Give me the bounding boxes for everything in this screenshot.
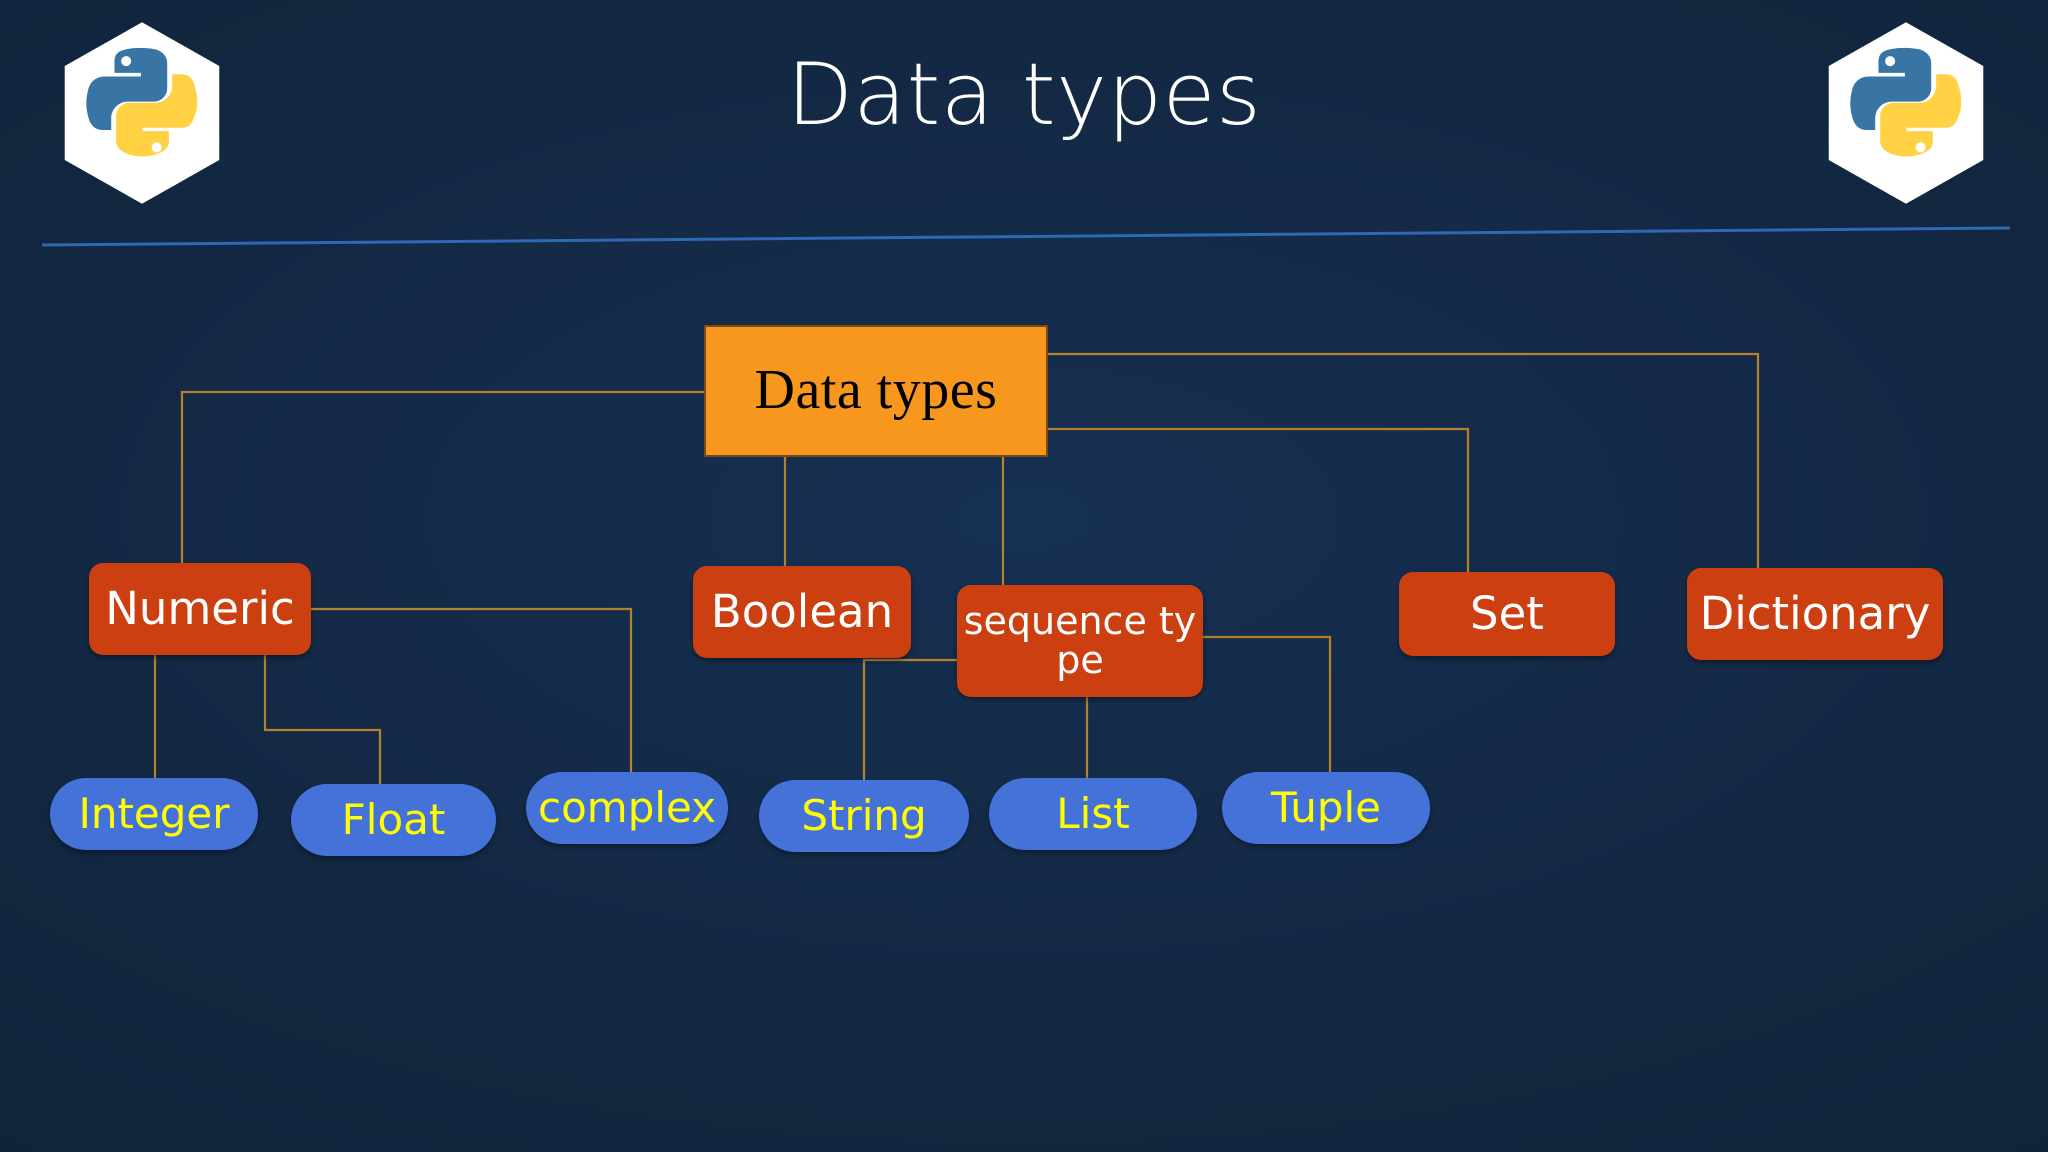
header-divider bbox=[41, 226, 2011, 247]
python-logo bbox=[58, 18, 226, 208]
edge-root-set bbox=[1048, 427, 1470, 572]
node-integer[interactable]: Integer bbox=[50, 778, 258, 850]
node-tuple[interactable]: Tuple bbox=[1222, 772, 1430, 844]
node-list[interactable]: List bbox=[989, 778, 1197, 850]
node-float[interactable]: Float bbox=[291, 784, 496, 856]
node-boolean[interactable]: Boolean bbox=[693, 566, 911, 658]
edge-sequence-string bbox=[862, 658, 957, 780]
edge-numeric-complex bbox=[311, 607, 633, 772]
node-dictionary[interactable]: Dictionary bbox=[1687, 568, 1943, 660]
node-complex[interactable]: complex bbox=[526, 772, 728, 844]
edge-sequence-tuple bbox=[1203, 635, 1332, 772]
node-string[interactable]: String bbox=[759, 780, 969, 852]
node-sequence-type[interactable]: sequence type bbox=[957, 585, 1203, 697]
python-logo bbox=[1822, 18, 1990, 208]
node-numeric[interactable]: Numeric bbox=[89, 563, 311, 655]
edge-root-numeric bbox=[180, 390, 704, 563]
edge-root-dictionary bbox=[1048, 352, 1760, 568]
node-set[interactable]: Set bbox=[1399, 572, 1615, 656]
node-data-types[interactable]: Data types bbox=[704, 325, 1048, 457]
edge-numeric-float bbox=[263, 655, 382, 784]
page-title: Data types bbox=[786, 45, 1262, 145]
